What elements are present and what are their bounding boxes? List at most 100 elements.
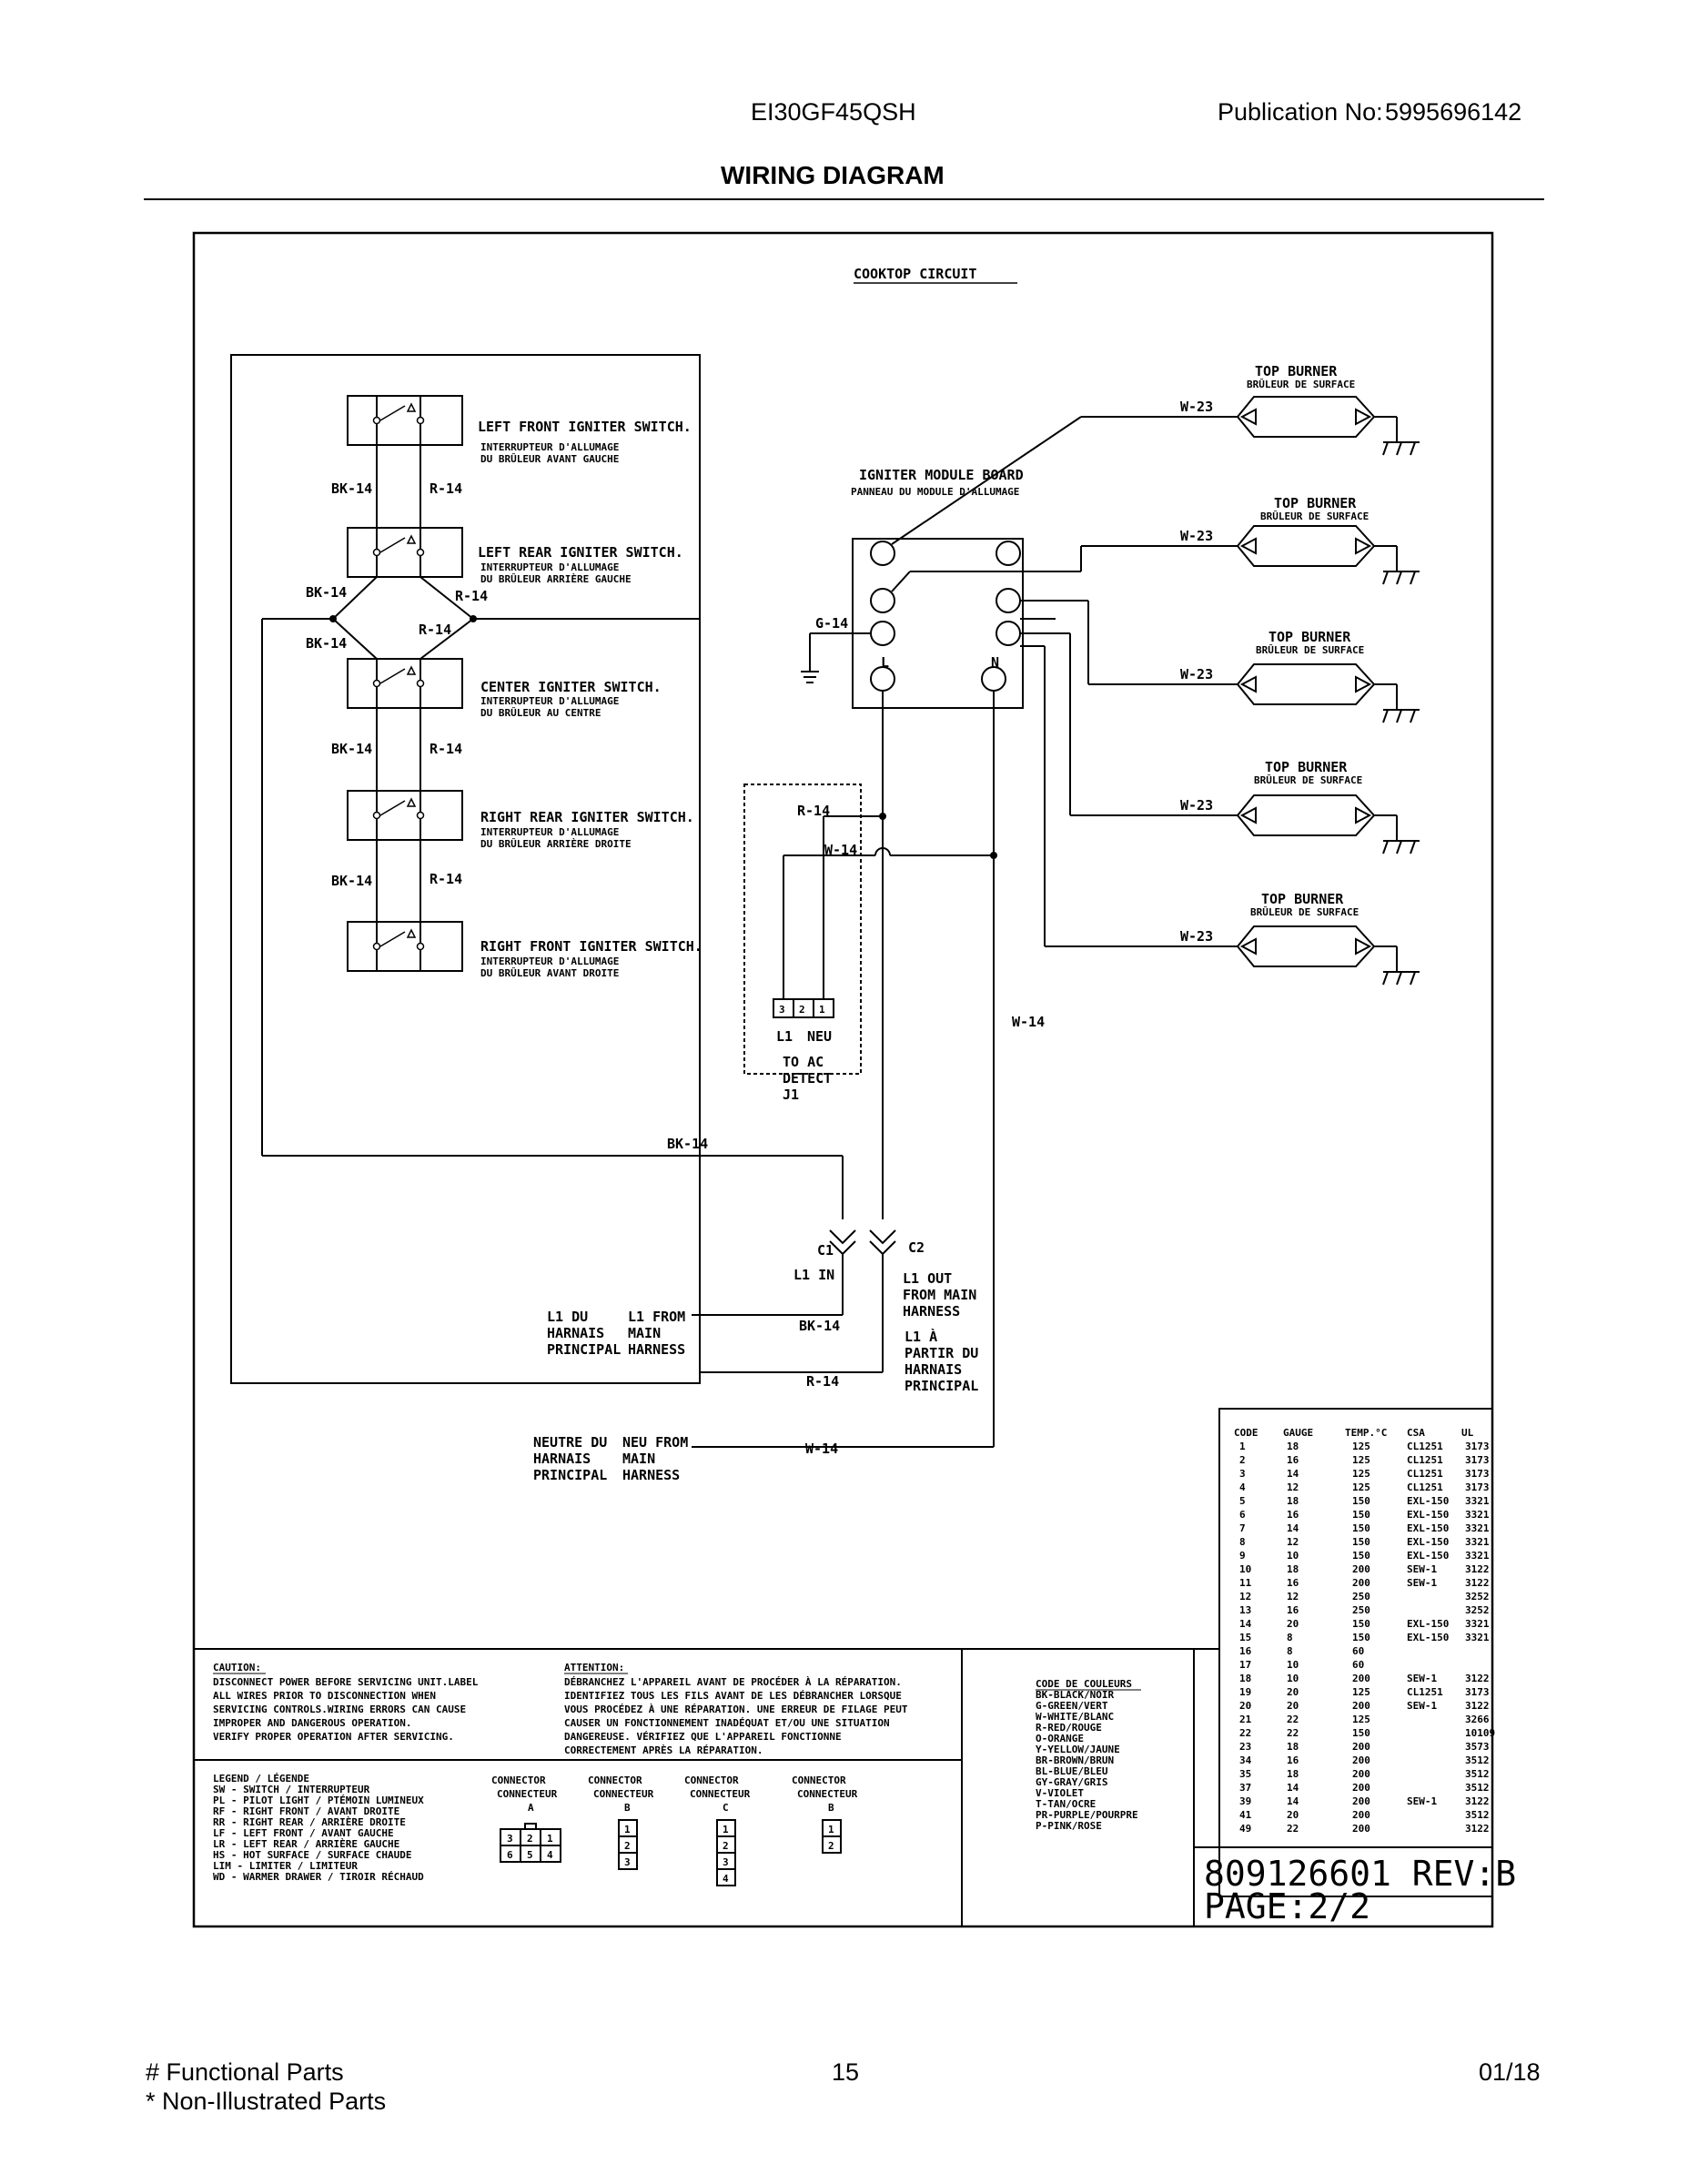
table-cell: 10 <box>1239 1563 1251 1575</box>
table-cell: 3122 <box>1465 1823 1490 1835</box>
label: VERIFY PROPER OPERATION AFTER SERVICING. <box>213 1731 454 1743</box>
table-cell: 3122 <box>1465 1563 1490 1575</box>
table-cell: 39 <box>1239 1795 1251 1807</box>
label: HARNAIS <box>547 1325 604 1341</box>
table-cell: 3321 <box>1465 1550 1490 1562</box>
label: W-23 <box>1180 797 1213 814</box>
table-cell: 150 <box>1352 1522 1370 1534</box>
table-cell: 3512 <box>1465 1809 1490 1821</box>
color-code-list: BK-BLACK/NOIRG-GREEN/VERTW-WHITE/BLANCR-… <box>1036 1689 1138 1832</box>
label: L1 <box>776 1028 793 1045</box>
table-cell: 14 <box>1287 1468 1299 1480</box>
label: 2 <box>527 1833 533 1845</box>
label: N <box>991 654 999 671</box>
model-number: EI30GF45QSH <box>751 98 916 126</box>
table-cell: 3512 <box>1465 1754 1490 1766</box>
label: 1 <box>828 1824 834 1835</box>
label: TOP BURNER <box>1274 495 1357 511</box>
label: INTERRUPTEUR D'ALLUMAGE <box>480 695 619 707</box>
label: DU BRÛLEUR AVANT GAUCHE <box>480 453 619 465</box>
label: NEU FROM <box>622 1434 688 1451</box>
table-cell: SEW-1 <box>1407 1700 1437 1712</box>
label: VOUS PROCÉDEZ À UNE RÉPARATION. UNE ERRE… <box>564 1704 908 1715</box>
table-cell: 16 <box>1287 1604 1299 1616</box>
label: SERVICING CONTROLS.WIRING ERRORS CAN CAU… <box>213 1704 466 1715</box>
table-cell: 20 <box>1287 1686 1299 1698</box>
attention-title: ATTENTION: <box>564 1662 624 1673</box>
table-cell: 34 <box>1239 1754 1252 1766</box>
top-burner-2 <box>1236 525 1420 585</box>
table-cell: 6 <box>1239 1509 1246 1521</box>
label: R-14 <box>455 588 488 604</box>
label: PL - PILOT LIGHT / PTÉMOIN LUMINEUX <box>213 1795 424 1806</box>
table-cell: EXL-150 <box>1407 1509 1449 1521</box>
table-header-code: CODE <box>1234 1427 1258 1439</box>
label: L1 OUT <box>903 1270 952 1287</box>
table-header-ul: UL <box>1461 1427 1474 1439</box>
table-cell: 200 <box>1352 1563 1370 1575</box>
label: G-14 <box>815 615 848 632</box>
table-cell: 3512 <box>1465 1782 1490 1794</box>
table-cell: 15 <box>1239 1632 1251 1643</box>
label: HS - HOT SURFACE / SURFACE CHAUDE <box>213 1849 412 1861</box>
label: L1 DU <box>547 1309 588 1325</box>
table-cell: 16 <box>1287 1754 1299 1766</box>
table-cell: EXL-150 <box>1407 1536 1449 1548</box>
label: 4 <box>547 1849 553 1861</box>
table-cell: EXL-150 <box>1407 1550 1449 1562</box>
color-code-item: P-PINK/ROSE <box>1036 1820 1102 1832</box>
label: 1 <box>624 1824 631 1835</box>
table-cell: 9 <box>1239 1550 1246 1562</box>
table-cell: 22 <box>1239 1727 1251 1739</box>
label: L1 À <box>905 1328 937 1345</box>
table-cell: CL1251 <box>1407 1454 1443 1466</box>
functional-parts-note: # Functional Parts <box>146 2058 344 2086</box>
footer-date: 01/18 <box>1479 2058 1541 2086</box>
switch-center <box>347 658 463 709</box>
label: DÉBRANCHEZ L'APPAREIL AVANT DE PROCÉDER … <box>564 1676 902 1688</box>
table-cell: CL1251 <box>1407 1481 1443 1493</box>
label: 6 <box>507 1849 513 1861</box>
label: LIM - LIMITER / LIMITEUR <box>213 1860 358 1872</box>
table-cell: 10 <box>1287 1550 1299 1562</box>
label: HARNESS <box>628 1341 685 1358</box>
label: MAIN <box>628 1325 661 1341</box>
table-cell: 200 <box>1352 1768 1370 1780</box>
table-cell: 3252 <box>1465 1591 1490 1603</box>
table-cell: 14 <box>1287 1782 1299 1794</box>
table-cell: 250 <box>1352 1591 1370 1603</box>
table-cell: 20 <box>1239 1700 1251 1712</box>
table-cell: CL1251 <box>1407 1686 1443 1698</box>
top-burner-3 <box>1236 663 1420 723</box>
label: W-14 <box>1012 1014 1045 1030</box>
table-cell: 200 <box>1352 1741 1370 1753</box>
table-cell: 3122 <box>1465 1673 1490 1684</box>
table-cell: 21 <box>1239 1714 1252 1725</box>
table-cell: 200 <box>1352 1754 1370 1766</box>
table-cell: 2 <box>1239 1454 1246 1466</box>
table-cell: 20 <box>1287 1618 1299 1630</box>
label: R-14 <box>797 803 830 819</box>
label: PRINCIPAL <box>533 1467 607 1483</box>
table-cell: 200 <box>1352 1673 1370 1684</box>
label: 5 <box>527 1849 533 1861</box>
label: MAIN <box>622 1451 655 1467</box>
table-cell: EXL-150 <box>1407 1495 1449 1507</box>
table-cell: 3122 <box>1465 1700 1490 1712</box>
table-cell: SEW-1 <box>1407 1563 1437 1575</box>
igniter-module-board <box>852 538 1024 709</box>
label: NEU <box>807 1028 832 1045</box>
table-cell: 125 <box>1352 1686 1370 1698</box>
table-cell: 125 <box>1352 1468 1370 1480</box>
label: BK-14 <box>331 741 372 757</box>
table-cell: 7 <box>1239 1522 1246 1534</box>
label: L1 FROM <box>628 1309 685 1325</box>
table-cell: 10 <box>1287 1659 1299 1671</box>
table-cell: 22 <box>1287 1823 1299 1835</box>
label: CORRECTEMENT APRÈS LA RÉPARATION. <box>564 1744 763 1756</box>
label: TOP BURNER <box>1261 891 1344 907</box>
table-cell: SEW-1 <box>1407 1673 1437 1684</box>
table-cell: 150 <box>1352 1550 1370 1562</box>
label: DANGEREUSE. VÉRIFIEZ QUE L'APPAREIL FONC… <box>564 1731 842 1743</box>
